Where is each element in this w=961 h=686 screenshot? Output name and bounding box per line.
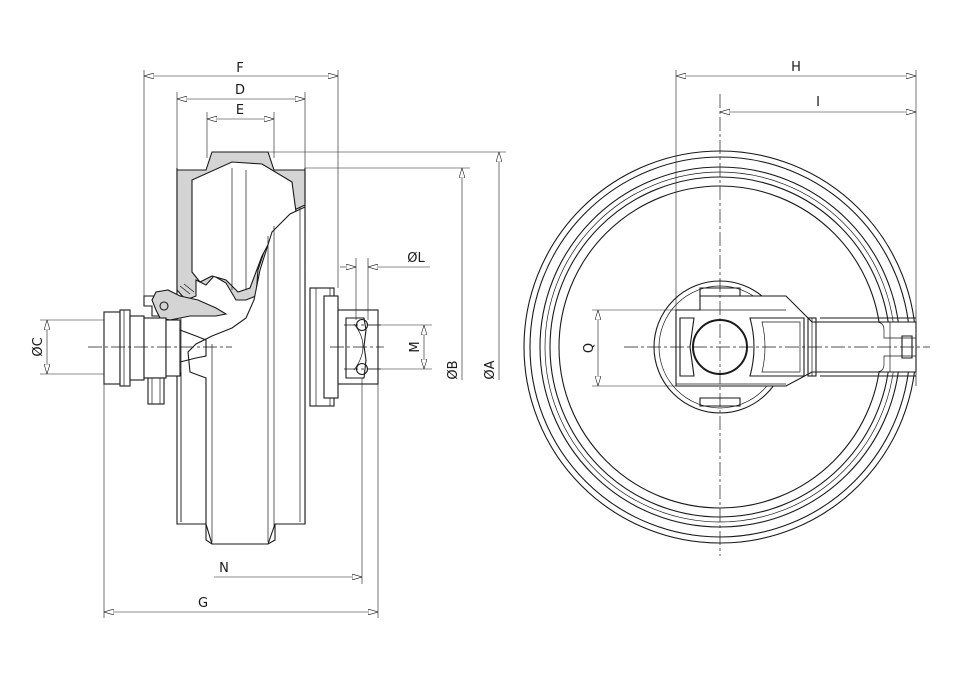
label-d: D — [235, 83, 245, 98]
label-n: N — [219, 561, 229, 576]
label-q: Q — [582, 343, 597, 353]
side-dimensions — [40, 70, 506, 618]
label-f: F — [236, 61, 243, 76]
side-view — [88, 151, 384, 545]
label-h: H — [791, 60, 801, 75]
label-m: M — [408, 341, 423, 352]
front-view — [523, 94, 930, 556]
label-g: G — [198, 596, 208, 611]
label-l: ØL — [407, 251, 425, 266]
dimension-labels: F D E H I ØL N G ØC M ØB ØA Q — [31, 60, 820, 611]
label-b: ØB — [446, 360, 461, 379]
label-e: E — [236, 103, 244, 118]
front-dimensions — [592, 70, 917, 387]
label-i: I — [816, 95, 820, 110]
label-c: ØC — [31, 337, 46, 356]
label-a: ØA — [483, 360, 498, 379]
